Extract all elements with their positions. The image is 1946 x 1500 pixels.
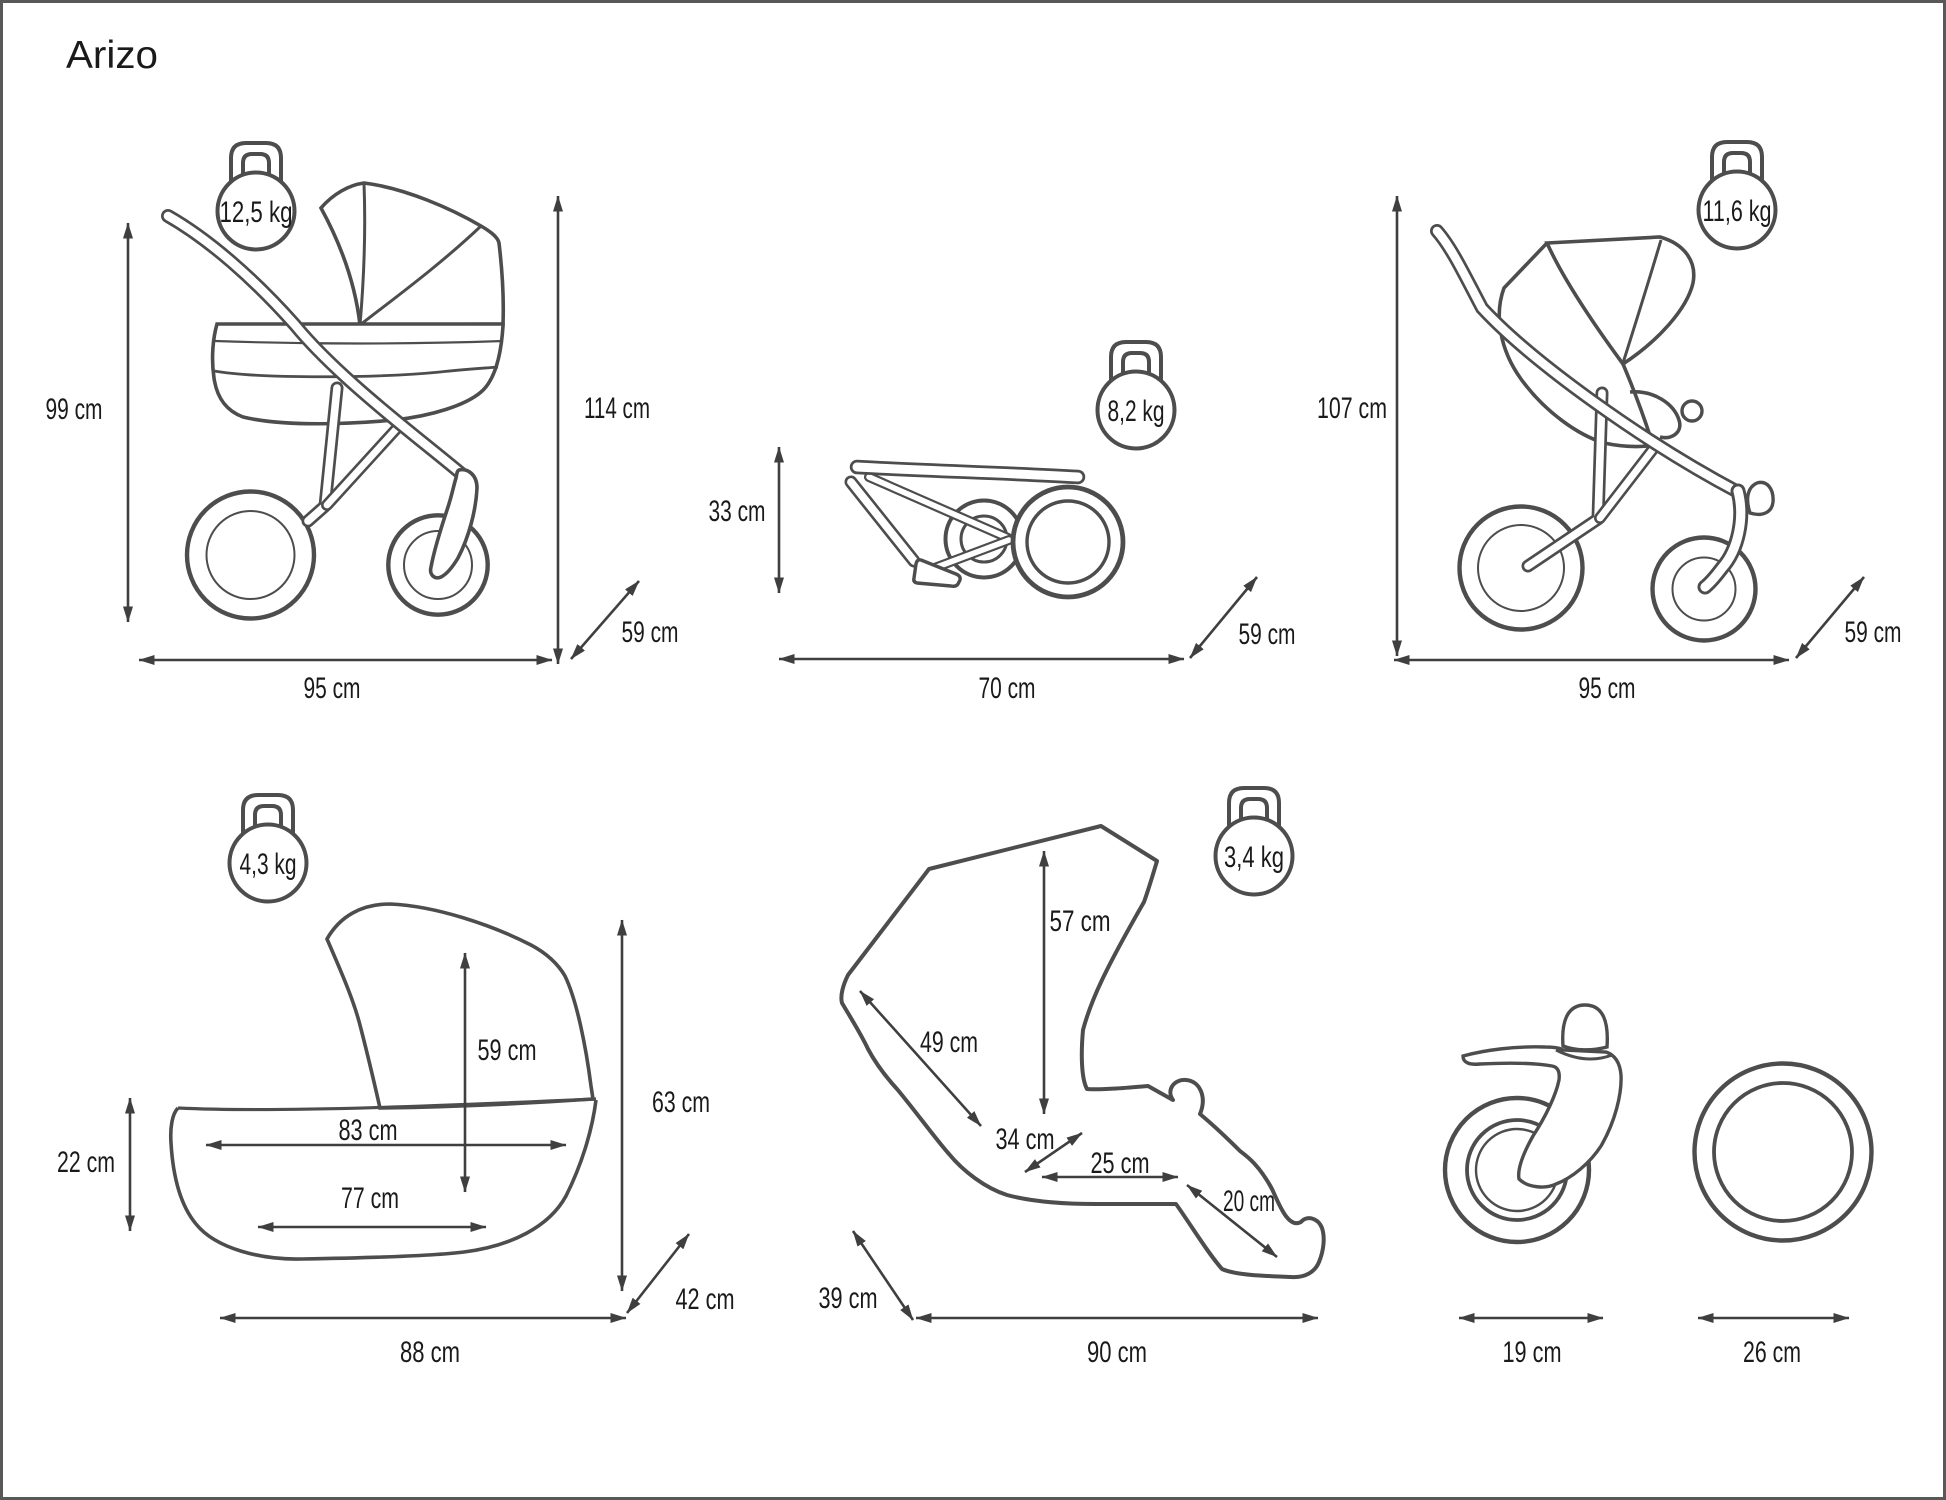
svg-text:57 cm: 57 cm [1050,905,1111,938]
svg-text:4,3 kg: 4,3 kg [240,848,297,881]
svg-text:95 cm: 95 cm [1579,672,1636,705]
svg-text:99 cm: 99 cm [46,393,103,426]
svg-text:59 cm: 59 cm [1845,616,1902,649]
svg-text:11,6 kg: 11,6 kg [1703,195,1772,228]
svg-text:33 cm: 33 cm [709,495,766,528]
svg-text:90 cm: 90 cm [1087,1336,1147,1369]
svg-text:12,5 kg: 12,5 kg [220,196,293,229]
svg-text:3,4 kg: 3,4 kg [1224,841,1284,874]
svg-text:83 cm: 83 cm [339,1114,398,1147]
svg-text:70 cm: 70 cm [979,672,1036,705]
svg-text:114 cm: 114 cm [584,392,650,425]
svg-text:95 cm: 95 cm [304,672,361,705]
svg-text:49 cm: 49 cm [920,1026,978,1059]
svg-text:77 cm: 77 cm [341,1182,399,1215]
svg-text:34 cm: 34 cm [996,1123,1055,1156]
svg-text:Arizo: Arizo [66,34,158,77]
svg-text:63 cm: 63 cm [652,1086,710,1119]
svg-text:59 cm: 59 cm [1239,618,1296,651]
svg-text:88 cm: 88 cm [400,1336,460,1369]
svg-text:20 cm: 20 cm [1223,1185,1275,1218]
svg-text:39 cm: 39 cm [819,1282,878,1315]
svg-text:42 cm: 42 cm [676,1283,735,1316]
svg-text:8,2 kg: 8,2 kg [1108,395,1165,428]
svg-text:22 cm: 22 cm [57,1146,115,1179]
svg-text:26 cm: 26 cm [1743,1336,1801,1369]
svg-text:19 cm: 19 cm [1503,1336,1562,1369]
svg-text:59 cm: 59 cm [622,616,679,649]
svg-text:25 cm: 25 cm [1091,1147,1150,1180]
svg-text:107 cm: 107 cm [1317,392,1387,425]
svg-text:59 cm: 59 cm [478,1034,537,1067]
